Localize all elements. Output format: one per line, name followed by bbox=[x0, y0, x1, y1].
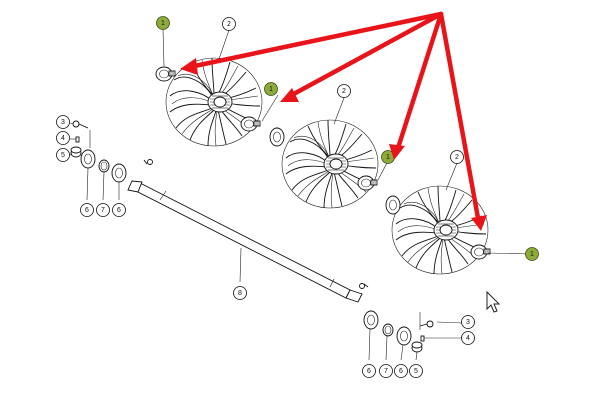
callout-4: 1 bbox=[381, 150, 395, 164]
callout-label: 4 bbox=[466, 335, 470, 342]
callout-18: 6 bbox=[394, 364, 408, 378]
callout-8: 4 bbox=[56, 131, 70, 145]
callout-17: 7 bbox=[379, 364, 393, 378]
callout-5: 2 bbox=[450, 150, 464, 164]
callout-circle bbox=[461, 331, 475, 345]
callout-circle bbox=[56, 115, 70, 129]
callout-circle bbox=[233, 286, 247, 300]
callout-1: 2 bbox=[222, 17, 236, 31]
callout-label: 1 bbox=[530, 251, 534, 258]
callout-12: 6 bbox=[112, 203, 126, 217]
callout-label: 3 bbox=[61, 119, 65, 126]
callout-label: 6 bbox=[399, 368, 403, 375]
callout-circle bbox=[222, 17, 236, 31]
callout-19: 5 bbox=[409, 364, 423, 378]
callout-circle bbox=[56, 131, 70, 145]
callout-label: 8 bbox=[238, 290, 242, 297]
callout-label: 2 bbox=[342, 88, 346, 95]
callout-2: 1 bbox=[264, 82, 278, 96]
hose-clamp-4 bbox=[470, 244, 491, 260]
callout-label: 4 bbox=[61, 135, 65, 142]
callout-15: 4 bbox=[461, 331, 475, 345]
callout-9: 5 bbox=[56, 148, 70, 162]
callout-label: 7 bbox=[101, 207, 105, 214]
callout-circle bbox=[80, 203, 94, 217]
red-arrows bbox=[180, 11, 487, 231]
callout-label: 5 bbox=[61, 152, 65, 159]
callout-circle bbox=[525, 247, 539, 261]
callout-label: 6 bbox=[85, 207, 89, 214]
callout-10: 6 bbox=[80, 203, 94, 217]
arrow-1 bbox=[180, 11, 444, 75]
callout-6: 1 bbox=[525, 247, 539, 261]
callout-label: 1 bbox=[161, 20, 165, 27]
callout-7: 3 bbox=[56, 115, 70, 129]
callout-circle bbox=[379, 364, 393, 378]
arrow-2 bbox=[280, 11, 444, 102]
callout-label: 2 bbox=[455, 154, 459, 161]
callout-circle bbox=[362, 364, 376, 378]
callout-labels: 1 2 1 2 1 2 1 3 4 5 6 7 6 8 3 4 6 7 6 5 bbox=[56, 16, 539, 378]
shaft bbox=[127, 180, 363, 303]
callout-13: 8 bbox=[233, 286, 247, 300]
mouse-pointer-icon bbox=[486, 290, 501, 313]
right-hub-parts bbox=[359, 283, 434, 353]
callout-circle bbox=[409, 364, 423, 378]
callout-label: 6 bbox=[117, 207, 121, 214]
callout-3: 2 bbox=[337, 84, 351, 98]
left-hub-parts bbox=[70, 120, 153, 183]
callout-label: 5 bbox=[414, 368, 418, 375]
callout-label: 3 bbox=[466, 319, 470, 326]
callout-circle bbox=[337, 84, 351, 98]
hose-clamp-2 bbox=[240, 116, 261, 132]
callout-label: 7 bbox=[384, 368, 388, 375]
leader-lines bbox=[69, 28, 532, 361]
callout-0: 1 bbox=[156, 16, 170, 30]
callout-label: 1 bbox=[386, 154, 390, 161]
hose-clamp-1 bbox=[155, 66, 176, 82]
arrow-4 bbox=[438, 11, 487, 231]
arrow-3 bbox=[389, 11, 444, 160]
callout-circle bbox=[96, 203, 110, 217]
callout-circle bbox=[450, 150, 464, 164]
ring-2a bbox=[269, 127, 285, 147]
callout-label: 6 bbox=[367, 368, 371, 375]
callout-11: 7 bbox=[96, 203, 110, 217]
callout-circle bbox=[56, 148, 70, 162]
callout-label: 2 bbox=[227, 21, 231, 28]
hose-clamp-3 bbox=[357, 175, 378, 191]
callout-circle bbox=[156, 16, 170, 30]
fan-assembly-2 bbox=[269, 119, 379, 209]
callout-label: 1 bbox=[269, 86, 273, 93]
callout-circle bbox=[461, 315, 475, 329]
fan-assembly-1 bbox=[155, 57, 263, 147]
callout-circle bbox=[264, 82, 278, 96]
callout-circle bbox=[112, 203, 126, 217]
callout-14: 3 bbox=[461, 315, 475, 329]
callout-16: 6 bbox=[362, 364, 376, 378]
callout-circle bbox=[394, 364, 408, 378]
ring-3a bbox=[385, 195, 401, 215]
